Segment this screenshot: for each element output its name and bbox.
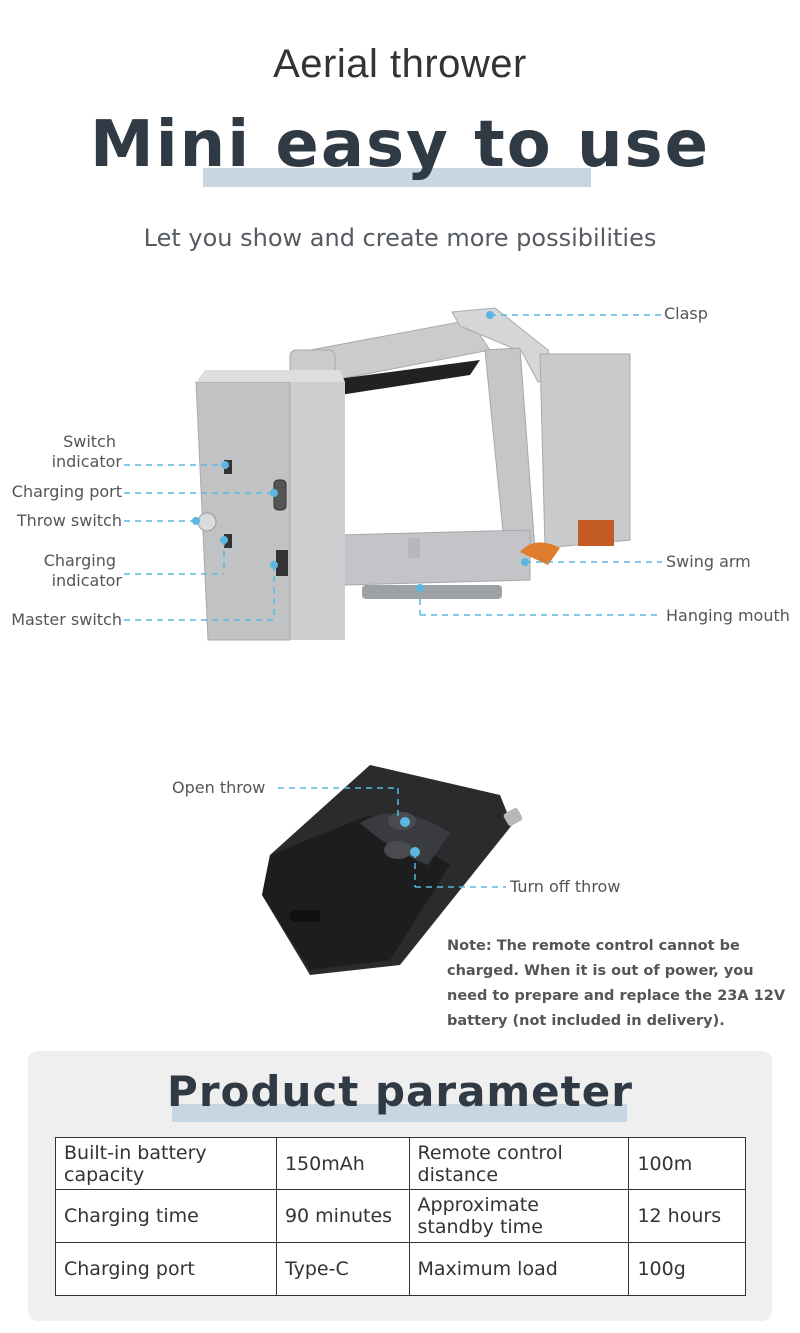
param-key: distance bbox=[417, 1163, 499, 1186]
note-line: charged. When it is out of power, you bbox=[447, 963, 754, 979]
charging-port-dot bbox=[270, 489, 278, 497]
master-switch-label: Master switch bbox=[11, 610, 122, 629]
parameter-table: Built-in battery capacity 150mAh Remote … bbox=[55, 1137, 746, 1296]
note-line: need to prepare and replace the 23A 12V bbox=[447, 988, 786, 1004]
hanging-mouth-rail bbox=[362, 585, 502, 599]
parameter-title-underline bbox=[172, 1104, 627, 1122]
charging-port-label: Charging port bbox=[11, 482, 122, 501]
throw-switch-label: Throw switch bbox=[16, 511, 122, 530]
page-subtitle: Aerial thrower bbox=[273, 42, 527, 86]
param-key: Remote control bbox=[417, 1141, 563, 1164]
switch-indicator-dot bbox=[221, 461, 229, 469]
strap-shadow bbox=[330, 360, 480, 395]
swing-arm-part bbox=[520, 542, 560, 565]
table-cell: Charging time bbox=[55, 1189, 277, 1243]
motor-slot bbox=[578, 520, 614, 546]
table-cell: 90 minutes bbox=[275, 1189, 410, 1243]
param-key: capacity bbox=[64, 1163, 145, 1186]
table-cell: 12 hours bbox=[628, 1189, 746, 1243]
device-callout-lines bbox=[124, 311, 662, 621]
charging-indicator-label-2: indicator bbox=[51, 571, 122, 590]
turn-off-throw-button bbox=[384, 841, 412, 859]
table-cell: Remote control distance bbox=[408, 1137, 630, 1190]
master-switch-dot bbox=[270, 561, 278, 569]
keyring-slot bbox=[290, 910, 320, 922]
thrower-device-illustration bbox=[195, 307, 631, 641]
charging-indicator-dot bbox=[220, 536, 228, 544]
table-row: Charging port Type-C Maximum load 100g bbox=[55, 1242, 746, 1296]
note-line: battery (not included in delivery). bbox=[447, 1013, 725, 1029]
left-box-top bbox=[196, 370, 345, 382]
table-cell: 100g bbox=[628, 1242, 746, 1296]
clasp-dot bbox=[486, 311, 494, 319]
table-row: Charging time 90 minutes Approximate sta… bbox=[55, 1189, 746, 1243]
remote-battery-note: Note: The remote control cannot be charg… bbox=[447, 934, 787, 1034]
table-cell: 100m bbox=[628, 1137, 746, 1190]
table-cell: Charging port bbox=[55, 1242, 277, 1296]
throw-switch-dot bbox=[192, 517, 200, 525]
note-line: Note: The remote control cannot be bbox=[447, 938, 740, 954]
parameter-title: Product parameter bbox=[167, 1067, 633, 1116]
remote-control-illustration bbox=[262, 765, 523, 975]
title-underline bbox=[203, 168, 591, 187]
hanging-mouth-dot bbox=[416, 584, 424, 592]
param-key: Approximate bbox=[417, 1194, 539, 1216]
charging-indicator-led bbox=[224, 534, 232, 548]
charging-indicator-label-1: Charging bbox=[43, 551, 116, 570]
open-throw-label: Open throw bbox=[172, 778, 266, 797]
remote-antenna bbox=[503, 808, 523, 826]
swing-arm-label: Swing arm bbox=[666, 552, 751, 571]
turn-off-throw-label: Turn off throw bbox=[510, 877, 621, 896]
page-title: Mini easy to use bbox=[90, 108, 710, 182]
param-key: standby time bbox=[417, 1216, 543, 1238]
right-box bbox=[539, 353, 631, 549]
turn-off-dot bbox=[410, 847, 420, 857]
table-cell: Built-in battery capacity bbox=[55, 1137, 277, 1190]
table-cell: Maximum load bbox=[408, 1242, 630, 1296]
table-cell: Type-C bbox=[275, 1242, 410, 1296]
switch-indicator-label-2: indicator bbox=[51, 452, 122, 471]
clasp-label: Clasp bbox=[664, 304, 708, 323]
tagline: Let you show and create more possibiliti… bbox=[143, 224, 657, 252]
table-row: Built-in battery capacity 150mAh Remote … bbox=[55, 1137, 746, 1190]
bottom-peg bbox=[408, 538, 420, 558]
hanging-mouth-label: Hanging mouth bbox=[666, 606, 790, 625]
button-panel bbox=[360, 813, 450, 865]
table-cell: Approximate standby time bbox=[408, 1189, 630, 1243]
remote-callout-lines bbox=[278, 787, 506, 888]
open-throw-dot bbox=[400, 817, 410, 827]
master-switch-slider bbox=[276, 550, 288, 576]
table-cell: 150mAh bbox=[275, 1137, 410, 1190]
swing-arm-dot bbox=[521, 558, 529, 566]
param-key: Built-in battery bbox=[64, 1141, 207, 1164]
switch-indicator-label-1: Switch bbox=[63, 432, 116, 451]
